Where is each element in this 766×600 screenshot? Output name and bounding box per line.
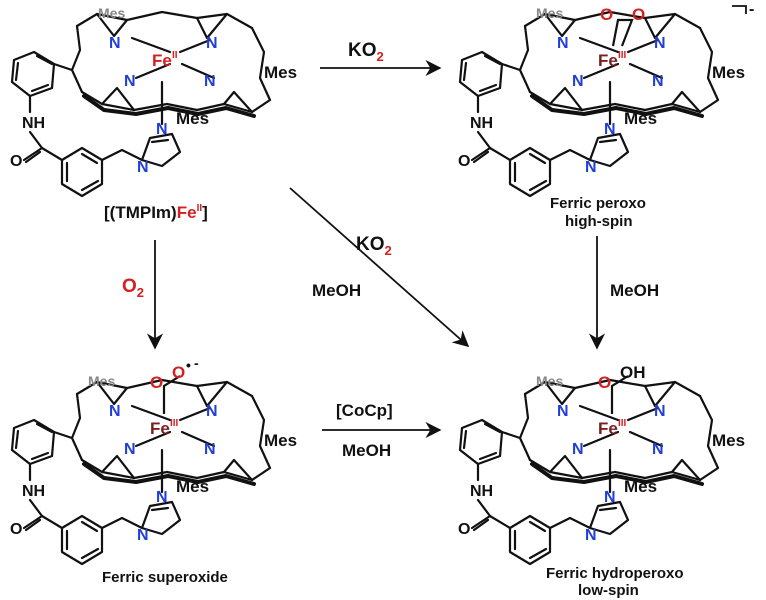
nitrogen-label: N [206, 35, 218, 52]
imidazole-n-label: N [156, 121, 168, 138]
iron-oxidation-state: III [618, 418, 627, 429]
imidazole-n-label: N [585, 527, 597, 544]
amide-nh-label: NH [22, 483, 45, 500]
peroxo-o-label: O [632, 5, 645, 24]
iron-label: Fe [150, 419, 170, 438]
compound-name-line1: Ferric peroxo [550, 195, 646, 212]
nitrogen-label: N [204, 441, 216, 458]
amide-nh-label: NH [470, 483, 493, 500]
iron-label: Fe [598, 51, 618, 70]
hydroperoxo-o-label: O [598, 373, 611, 392]
mes-bottom-label: Mes [176, 109, 209, 128]
imidazole-n-label: N [137, 527, 149, 544]
arrow-diagonal [289, 187, 470, 348]
nitrogen-label: N [652, 73, 664, 90]
mes-top-label: Mes [98, 5, 125, 21]
mes-bottom-label: Mes [176, 477, 209, 496]
mes-right-label: Mes [264, 431, 297, 450]
molecule-ferric-hydroperoxo: Mes O OH Mes Mes N N N N Fe III N N NH O… [458, 363, 745, 599]
nitrogen-label: N [109, 403, 121, 420]
nitrogen-label: N [572, 441, 584, 458]
nitrogen-label: N [654, 403, 666, 420]
compound-name-line1: Ferric hydroperoxo [546, 565, 684, 582]
iron-label: Fe [152, 51, 172, 70]
nitrogen-label: N [124, 73, 136, 90]
carbonyl-o-label: O [10, 521, 22, 538]
imidazole-n-label: N [585, 159, 597, 176]
nitrogen-label: N [652, 441, 664, 458]
nitrogen-label: N [204, 73, 216, 90]
mes-bottom-label: Mes [624, 109, 657, 128]
hydroperoxo-oh-label: OH [620, 363, 646, 382]
compound-name-line2: low-spin [578, 582, 639, 599]
arrow-left-reagent: O2 [122, 276, 144, 300]
mes-right-label: Mes [264, 63, 297, 82]
anion-charge: - [749, 1, 754, 18]
arrow-right-solvent: MeOH [610, 281, 659, 300]
radical-dot: • [186, 357, 191, 373]
imidazole-n-label: N [604, 489, 616, 506]
iron-oxidation-state: II [172, 50, 178, 61]
imidazole-n-label: N [156, 489, 168, 506]
imidazole-n-label: N [604, 121, 616, 138]
mes-right-label: Mes [712, 431, 745, 450]
superoxo-charge: - [194, 355, 199, 371]
carbonyl-o-label: O [458, 521, 470, 538]
molecule-ferric-peroxo: Mes O O Mes Mes N N N N Fe III N N NH O … [458, 1, 754, 230]
molecule-ferric-superoxide: Mes O O • - Mes Mes N N N N Fe III N N N… [10, 355, 297, 586]
compound-name-line1: Ferric superoxide [102, 569, 228, 586]
arrow-top-reagent: KO2 [348, 40, 384, 64]
arrow-diagonal-reagent: KO2 [356, 234, 392, 258]
nitrogen-label: N [654, 35, 666, 52]
amide-nh-label: NH [22, 115, 45, 132]
nitrogen-label: N [124, 441, 136, 458]
mes-top-label: Mes [536, 373, 563, 389]
compound-name: [(TMPIm)FeII] [104, 203, 208, 222]
nitrogen-label: N [572, 73, 584, 90]
superoxo-o-label: O [150, 373, 163, 392]
superoxo-o-label: O [172, 363, 185, 382]
mes-top-label: Mes [536, 5, 563, 21]
mes-right-label: Mes [712, 63, 745, 82]
nitrogen-label: N [557, 403, 569, 420]
nitrogen-label: N [206, 403, 218, 420]
compound-name-line2: high-spin [565, 213, 633, 230]
amide-nh-label: NH [470, 115, 493, 132]
iron-oxidation-state: III [618, 50, 627, 61]
iron-oxidation-state: III [170, 418, 179, 429]
molecule-fe-ii: Mes Mes Mes N N N N Fe II N N NH O [(TMP… [10, 5, 297, 222]
mes-top-label: Mes [88, 373, 115, 389]
nitrogen-label: N [109, 35, 121, 52]
iron-label: Fe [598, 419, 618, 438]
peroxo-o-label: O [600, 5, 613, 24]
nitrogen-label: N [557, 35, 569, 52]
carbonyl-o-label: O [10, 153, 22, 170]
arrow-bottom-reagent: [CoCp] [336, 401, 393, 420]
arrow-bottom-solvent: MeOH [342, 441, 391, 460]
arrow-diagonal-solvent: MeOH [312, 281, 361, 300]
mes-bottom-label: Mes [624, 477, 657, 496]
imidazole-n-label: N [137, 159, 149, 176]
carbonyl-o-label: O [458, 153, 470, 170]
